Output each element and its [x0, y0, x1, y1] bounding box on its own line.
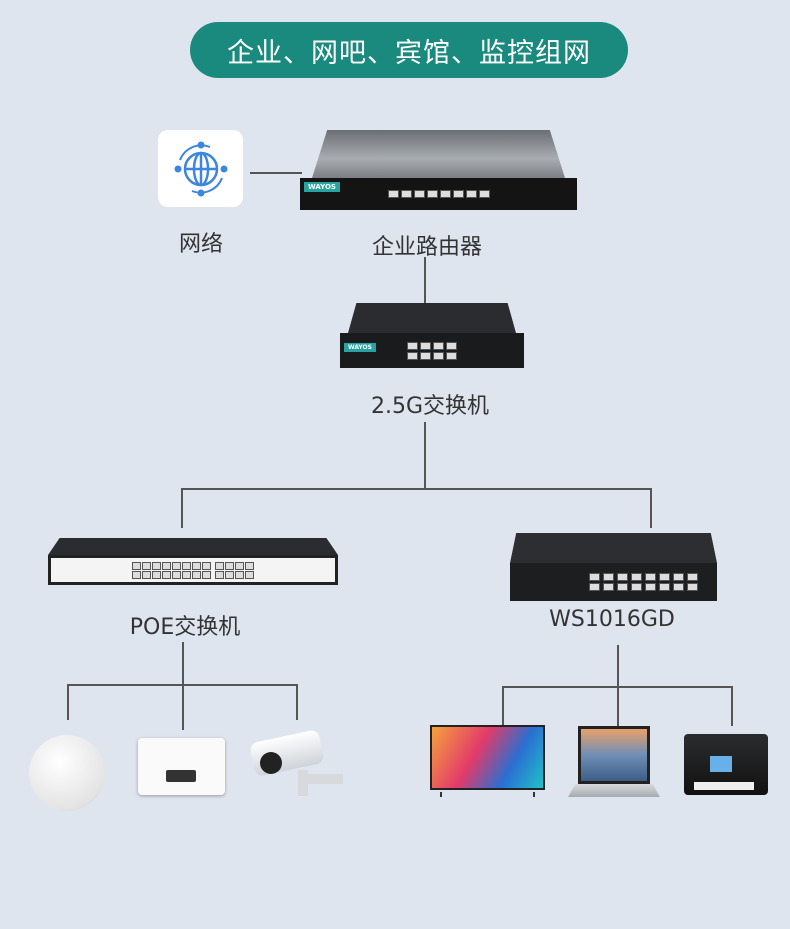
- router-label: 企业路由器: [371, 235, 483, 260]
- poe-switch-label: POE交换机: [129, 615, 241, 640]
- enterprise-router-image: WAYOS: [300, 130, 577, 210]
- internet-label: 网络: [178, 232, 224, 257]
- laptop-image: [568, 726, 660, 797]
- connector-line: [250, 172, 302, 174]
- connector-line: [181, 488, 183, 528]
- connector-line: [731, 686, 733, 726]
- printer-image: [680, 728, 772, 795]
- connector-line: [424, 257, 426, 305]
- security-camera-image: [248, 729, 345, 800]
- connector-line: [502, 686, 504, 726]
- connector-line: [296, 684, 298, 720]
- connector-line: [650, 488, 652, 528]
- connector-line: [617, 686, 619, 726]
- brand-logo: WAYOS: [304, 182, 340, 192]
- connector-line: [182, 684, 184, 730]
- connector-line: [67, 684, 69, 720]
- connector-line: [181, 488, 651, 490]
- globe-icon: [158, 130, 243, 207]
- poe-switch-image: [48, 538, 338, 585]
- connector-line: [182, 642, 184, 684]
- connector-line: [617, 645, 619, 686]
- tv-image: [430, 725, 545, 797]
- connector-line: [424, 422, 426, 488]
- ws1016gd-switch-image: [510, 533, 717, 601]
- ceiling-ap-image: [29, 735, 105, 811]
- core-switch-label: 2.5G交换机: [370, 394, 490, 419]
- title-banner: 企业、网吧、宾馆、监控组网: [190, 22, 628, 78]
- panel-ap-image: [138, 738, 225, 795]
- ws-switch-label: WS1016GD: [549, 607, 675, 632]
- core-switch-image: WAYOS: [340, 303, 524, 368]
